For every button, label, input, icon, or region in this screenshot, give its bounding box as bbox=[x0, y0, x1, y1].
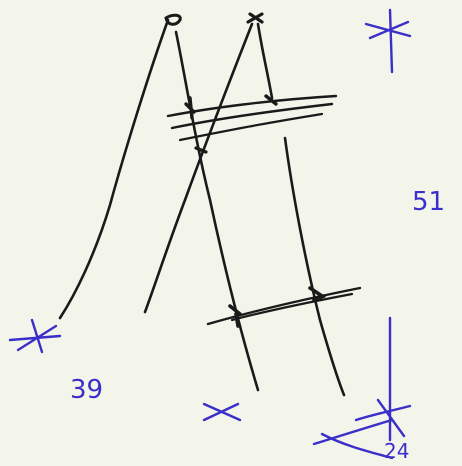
left-outer-leg bbox=[58, 18, 170, 320]
label-bottom-right: 24 bbox=[384, 439, 409, 463]
lower-crossbar-2 bbox=[230, 292, 354, 322]
lower-crossbar bbox=[206, 286, 362, 326]
black-line-drawing bbox=[58, 12, 362, 397]
upper-crossbar-1 bbox=[166, 94, 338, 118]
right-diagonal-leg bbox=[143, 22, 254, 314]
label-bottom-left: 39 bbox=[70, 375, 103, 405]
axes-cross-bottom-right bbox=[312, 316, 412, 460]
asterisk-left bbox=[8, 318, 62, 354]
lower-node-right bbox=[308, 286, 326, 302]
inner-diagonal-leg bbox=[174, 30, 260, 392]
blue-annotations bbox=[8, 8, 412, 460]
label-top-right: 51 bbox=[412, 187, 445, 217]
top-right-knot bbox=[246, 12, 264, 24]
upper-crossbar-2 bbox=[170, 102, 334, 130]
lower-node-left bbox=[228, 304, 242, 328]
short-right-leg bbox=[256, 22, 274, 100]
asterisk-top-right bbox=[364, 8, 412, 74]
upper-node-left bbox=[184, 96, 196, 120]
top-left-knot bbox=[164, 13, 182, 26]
x-mark-bottom bbox=[202, 402, 242, 422]
upper-crossbar-3 bbox=[178, 112, 324, 142]
upper-node-right bbox=[264, 94, 278, 106]
upper-node-mid bbox=[194, 146, 208, 154]
